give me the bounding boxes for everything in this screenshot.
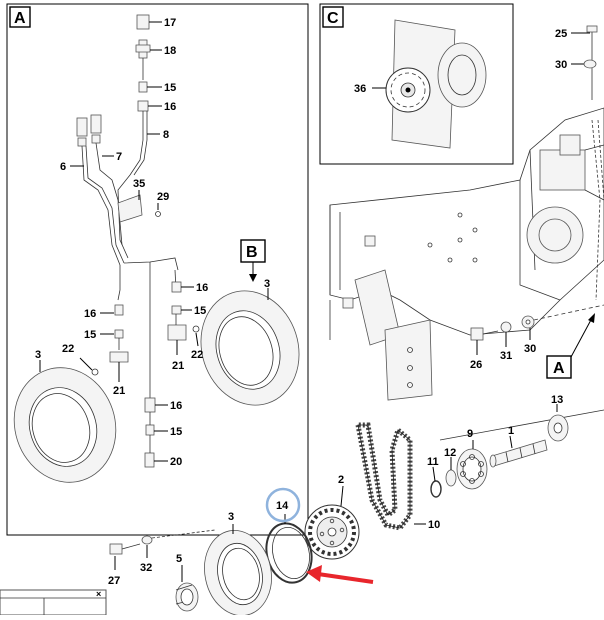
callout-14: 14 [276, 500, 289, 512]
callout-31: 31 [500, 350, 512, 362]
callout-36: 36 [354, 83, 366, 95]
callout-3-left: 3 [35, 349, 41, 361]
callout-20: 20 [170, 456, 182, 468]
callout-25: 25 [555, 28, 567, 40]
bearing-ring-b [200, 290, 300, 406]
sprocket-36 [385, 67, 431, 113]
callout-32: 32 [140, 562, 152, 574]
callout-7: 7 [116, 151, 122, 163]
machine-frame [329, 107, 604, 441]
panel-b-title: B [246, 244, 258, 261]
callout-21-right: 21 [172, 360, 184, 372]
callout-16-top: 16 [164, 101, 176, 113]
ref-a-title: A [553, 360, 565, 377]
callout-27: 27 [108, 575, 120, 587]
callout-26: 26 [470, 359, 482, 371]
mount-bolts: 26 31 30 A [470, 304, 604, 379]
bearing-ring-left [13, 367, 117, 483]
callout-11: 11 [427, 456, 439, 468]
callout-15-left: 15 [84, 329, 96, 341]
callout-5: 5 [176, 553, 182, 565]
spacer-5 [175, 582, 199, 612]
panel-c-title-box [322, 6, 344, 28]
window-fragment: × [0, 589, 107, 616]
callout-29: 29 [157, 191, 169, 203]
callout-3-bottom: 3 [228, 511, 234, 523]
panel-a: A [6, 3, 309, 536]
callout-2: 2 [338, 474, 344, 486]
callout-30-mid: 30 [524, 343, 536, 355]
callout-1: 1 [508, 425, 514, 437]
callout-30-top: 30 [555, 59, 567, 71]
panel-c: C 36 [319, 3, 514, 165]
panel-a-title: A [14, 10, 26, 27]
callout-15-top: 15 [164, 82, 176, 94]
callout-6: 6 [60, 161, 66, 173]
callout-9: 9 [467, 428, 473, 440]
callout-16-left: 16 [84, 308, 96, 320]
highlight-circle-14 [265, 487, 301, 523]
ref-a-box [546, 355, 572, 379]
panel-c-title: C [327, 10, 339, 27]
callout-8: 8 [163, 129, 169, 141]
upper-right-callouts: 25 30 [555, 25, 598, 100]
callout-17: 17 [164, 17, 176, 29]
callout-16-bottom: 16 [170, 400, 182, 412]
callout-18: 18 [164, 45, 176, 57]
drive-chain-10 [354, 422, 413, 531]
highlight-arrow [306, 565, 374, 584]
callout-35: 35 [133, 178, 145, 190]
callout-22-left: 22 [62, 343, 74, 355]
callout-12: 12 [444, 447, 456, 459]
callout-21-left: 21 [113, 385, 125, 397]
close-icon[interactable]: × [96, 589, 101, 599]
sprocket-2: 2 [304, 474, 360, 560]
callout-13: 13 [551, 394, 563, 406]
callout-16-right: 16 [196, 282, 208, 294]
callout-3-b: 3 [264, 278, 270, 290]
callout-15-right: 15 [194, 305, 206, 317]
callout-22-right: 22 [191, 349, 203, 361]
callout-15-bottom: 15 [170, 426, 182, 438]
part-17-cap [136, 14, 150, 30]
bearing-ring-bottom [204, 529, 272, 617]
panel-a-title-box [9, 6, 31, 28]
callout-10: 10 [428, 519, 440, 531]
